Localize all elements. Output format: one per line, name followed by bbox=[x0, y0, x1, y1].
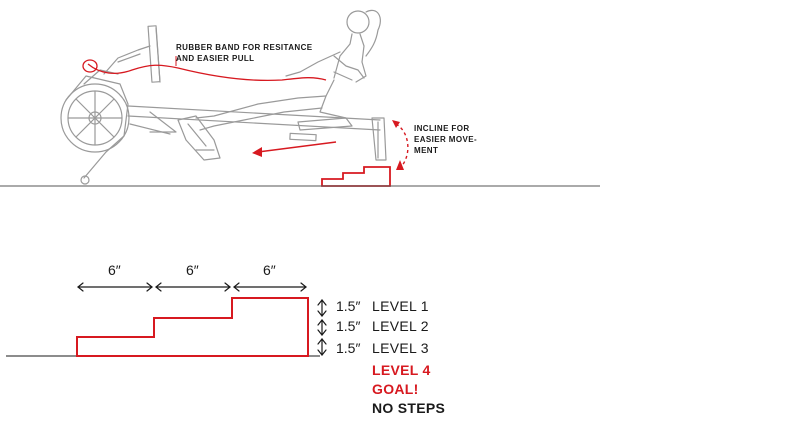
caption-line: INCLINE FOR bbox=[414, 124, 470, 133]
incline-caption: INCLINE FOR EASIER MOVE- MENT bbox=[414, 123, 477, 156]
rower-person-icon bbox=[195, 9, 381, 131]
height-arrow bbox=[317, 299, 327, 317]
caption-line: RUBBER BAND FOR RESITANCE bbox=[176, 43, 313, 52]
level-label: LEVEL 2 bbox=[372, 318, 429, 334]
caption-line: MENT bbox=[414, 146, 439, 155]
caption-line: AND EASIER PULL bbox=[176, 54, 255, 63]
height-arrow bbox=[317, 338, 327, 356]
goal-level-label: LEVEL 4 bbox=[372, 362, 431, 378]
rubber-band-caption: RUBBER BAND FOR RESITANCE AND EASIER PUL… bbox=[176, 42, 313, 64]
mini-step-block bbox=[321, 166, 391, 187]
width-arrow bbox=[155, 282, 231, 292]
width-label: 6″ bbox=[186, 262, 199, 278]
level-label: LEVEL 3 bbox=[372, 340, 429, 356]
goal-label: GOAL! bbox=[372, 381, 419, 397]
rubber-band bbox=[87, 63, 327, 82]
step-block-outline bbox=[76, 297, 309, 357]
seat-icon bbox=[297, 117, 353, 131]
movement-arrow bbox=[252, 141, 337, 157]
width-label: 6″ bbox=[108, 262, 121, 278]
incline-arrow bbox=[392, 120, 409, 170]
level-label: LEVEL 1 bbox=[372, 298, 429, 314]
no-steps-label: NO STEPS bbox=[372, 400, 446, 416]
flywheel-icon bbox=[60, 83, 130, 153]
height-label: 1.5″ bbox=[336, 318, 361, 334]
height-label: 1.5″ bbox=[336, 340, 361, 356]
height-arrow bbox=[317, 319, 327, 336]
width-arrow bbox=[77, 282, 153, 292]
height-label: 1.5″ bbox=[336, 298, 361, 314]
footrest-icon bbox=[177, 115, 221, 161]
width-label: 6″ bbox=[263, 262, 276, 278]
caption-line: EASIER MOVE- bbox=[414, 135, 478, 144]
monitor-icon bbox=[103, 25, 161, 83]
width-arrow bbox=[233, 282, 307, 292]
